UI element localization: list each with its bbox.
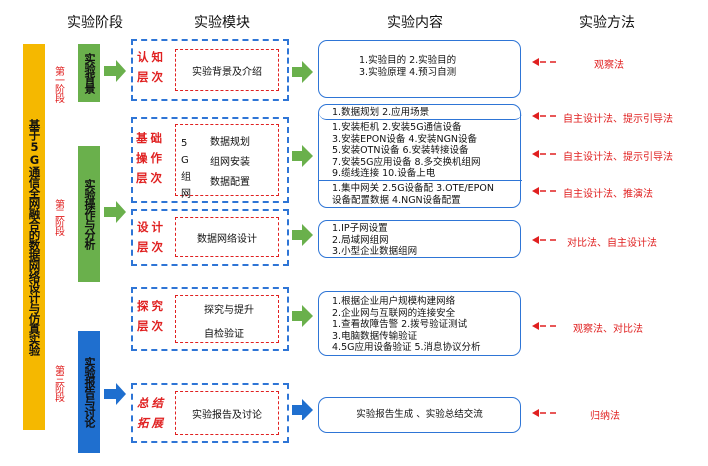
- method-4: 对比法、自主设计法: [567, 238, 657, 249]
- arrow-right-icon: [292, 399, 313, 420]
- arrow-right-icon: [104, 60, 126, 82]
- content-line: 实验报告生成 、实验总结交流: [356, 409, 483, 421]
- module-design: 设计层次 数据网络设计: [131, 209, 289, 266]
- arrow-left-icon: [532, 112, 556, 120]
- module-explore: 探究层次 探究与提升 自检验证: [131, 287, 289, 351]
- phase-label-3: 第三阶段: [52, 365, 64, 401]
- arrow-left-icon: [532, 150, 556, 158]
- content-line: 设备配置数据 4.NGN设备配置: [332, 194, 461, 206]
- module-explore-step: 自检验证: [204, 329, 244, 340]
- module-summary: 总结拓展 实验报告及讨论: [131, 383, 289, 443]
- arrow-left-icon: [532, 58, 556, 66]
- module-explore-inner: 探究与提升 自检验证: [175, 295, 279, 343]
- content-basic-config: 1.集中网关 2.5G设备配 3.OTE/EPON 设备配置数据 4.NGN设备…: [332, 183, 494, 206]
- module-cognition: 认知层次 实验背景及介绍: [131, 39, 289, 101]
- content-basic-install: 1.安装柜机 2.安装5G通信设备 3.安装EPON设备 4.安装NGN设备 5…: [332, 122, 481, 180]
- content-line: 2.企业网与互联网的连接安全: [332, 307, 456, 319]
- arrow-right-icon: [104, 383, 126, 405]
- phase-box-background: 实验背景: [78, 44, 100, 102]
- method-2: 自主设计法、提示引导法: [563, 152, 673, 163]
- arrow-right-icon: [292, 224, 313, 246]
- phase-label-2: 第二阶段: [52, 199, 64, 235]
- module-basic-inner: 5G组网 数据规划 组网安装 数据配置: [175, 124, 279, 200]
- header-content: 实验内容: [387, 15, 443, 31]
- module-basic-step: 数据规划: [210, 137, 250, 148]
- method-6: 归纳法: [590, 411, 620, 422]
- module-cognition-name: 认知层次: [137, 50, 166, 84]
- header-module: 实验模块: [194, 15, 250, 31]
- content-line: 2.局域网组网: [332, 234, 389, 246]
- content-line: 3.电脑数据传输验证: [332, 330, 418, 342]
- content-design: 1.IP子网设置 2.局域网组网 3.小型企业数据组网: [318, 220, 521, 258]
- module-design-name: 设计层次: [137, 220, 166, 254]
- arrow-right-icon: [104, 201, 126, 223]
- module-explore-step: 探究与提升: [204, 305, 254, 316]
- content-line: 4.5G应用设备验证 5.消息协议分析: [332, 342, 481, 353]
- arrow-right-icon: [292, 61, 313, 83]
- content-line: 5.安装OTN设备 6.安装转接设备: [332, 145, 469, 156]
- content-line: 1.集中网关 2.5G设备配 3.OTE/EPON: [332, 183, 494, 194]
- module-summary-inner: 实验报告及讨论: [175, 391, 279, 435]
- phase-label-1: 第一阶段: [52, 66, 64, 102]
- content-line: 1.数据规划 2.应用场景: [332, 107, 430, 118]
- content-background: 1.实验目的 2.实验目的 3.实验原理 4.预习自测: [318, 40, 521, 98]
- module-basic-step: 组网安装: [210, 157, 250, 168]
- content-report: 实验报告生成 、实验总结交流: [318, 397, 521, 433]
- arrow-right-icon: [292, 145, 313, 167]
- phase-box-report: 实验报告与讨论: [78, 331, 100, 453]
- module-cognition-inner: 实验背景及介绍: [175, 49, 279, 91]
- module-basic-inner-right: 数据规划 组网安装 数据配置: [210, 133, 250, 193]
- method-1: 自主设计法、提示引导法: [563, 114, 673, 125]
- content-line: 3.实验原理 4.预习自测: [359, 66, 457, 78]
- module-design-inner: 数据网络设计: [175, 217, 279, 257]
- module-basic-inner-left: 5G组网: [181, 138, 191, 200]
- phase-box-operation: 实验操作与分析: [78, 146, 100, 282]
- module-summary-name: 总结拓展: [137, 396, 166, 430]
- method-3: 自主设计法、推演法: [563, 189, 653, 200]
- method-5: 观察法、对比法: [573, 324, 643, 335]
- header-method: 实验方法: [579, 15, 635, 31]
- module-arrows: [292, 61, 313, 420]
- arrow-left-icon: [532, 187, 556, 195]
- content-line: 9.缆线连接 10.设备上电: [332, 168, 436, 179]
- main-title: 基于5G通信全网融合的数据网络设计与仿真实验: [23, 44, 45, 430]
- content-basic: 1.数据规划 2.应用场景 1.安装柜机 2.安装5G通信设备 3.安装EPON…: [318, 104, 522, 208]
- arrow-left-icon: [532, 236, 556, 244]
- content-line: 3.安装EPON设备 4.安装NGN设备: [332, 133, 478, 145]
- method-0: 观察法: [594, 60, 624, 71]
- content-line: 3.小型企业数据组网: [332, 246, 418, 257]
- content-line: 1.查看故障告警 2.拨号验证测试: [332, 319, 468, 330]
- method-arrows: [532, 58, 556, 417]
- arrow-left-icon: [532, 322, 556, 330]
- module-basic-name: 基础操作层次: [136, 131, 165, 185]
- content-line: 1.IP子网设置: [332, 223, 388, 234]
- arrow-right-icon: [292, 305, 313, 327]
- module-basic-operation: 基础操作层次 5G组网 数据规划 组网安装 数据配置: [131, 117, 289, 203]
- module-explore-name: 探究层次: [137, 299, 166, 333]
- content-line: 7.安装5G应用设备 8.多交换机组网: [332, 156, 481, 168]
- module-basic-step: 数据配置: [210, 177, 250, 188]
- content-explore: 1.根据企业用户规模构建网络 2.企业网与互联网的连接安全 1.查看故障告警 2…: [318, 291, 521, 356]
- content-line: 1.安装柜机 2.安装5G通信设备: [332, 122, 462, 133]
- header-phase: 实验阶段: [67, 15, 123, 31]
- content-line: 1.根据企业用户规模构建网络: [332, 296, 456, 307]
- content-line: 1.实验目的 2.实验目的: [359, 55, 457, 66]
- phase-arrows: [104, 60, 126, 405]
- arrow-left-icon: [532, 409, 556, 417]
